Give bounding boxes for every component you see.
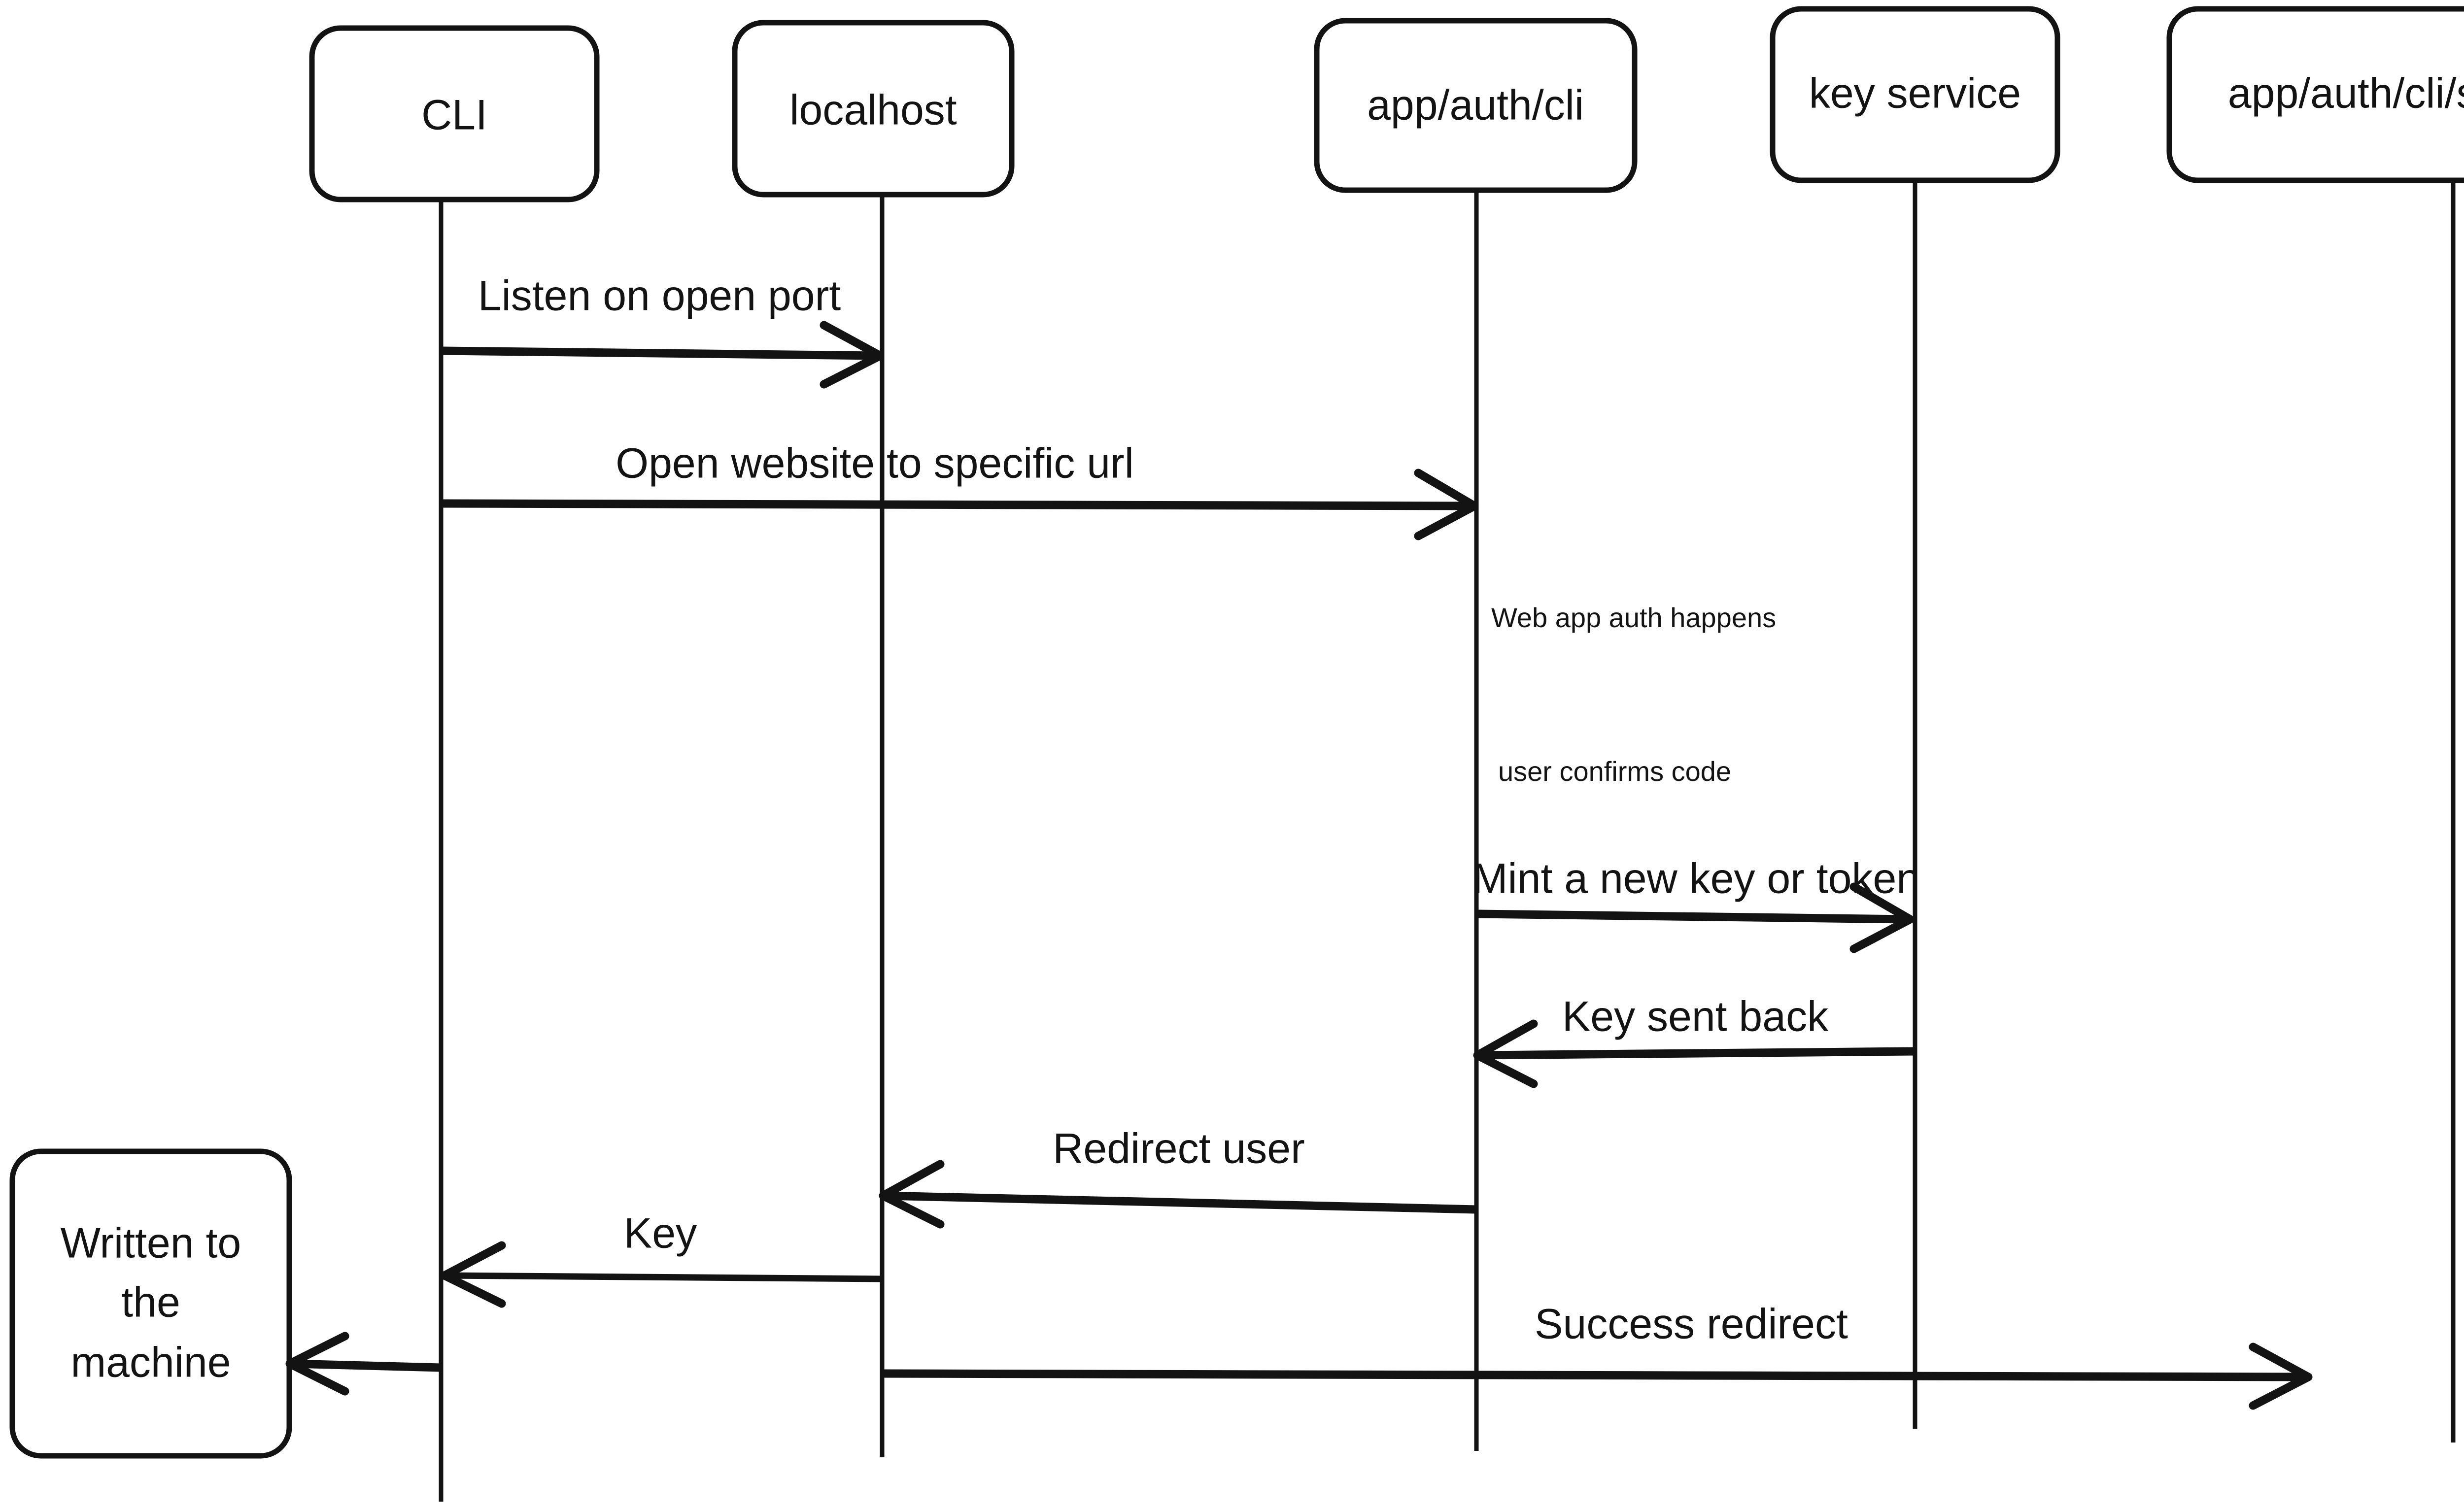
participant-label-localhost: localhost <box>789 87 957 134</box>
message-label-key: Key <box>624 1210 697 1257</box>
message-mint-a-new-key-or-token[interactable]: Mint a new key or token <box>1472 855 1920 953</box>
message-open-website-to-specific-url[interactable]: Open website to specific url <box>441 440 1479 540</box>
arrow-head-left-key-sent-back <box>1473 1019 1538 1088</box>
terminal-box-line-1: Written to <box>61 1220 241 1267</box>
participant-app-auth-cli-success[interactable]: app/auth/cli/success <box>2166 6 2464 183</box>
arrow-head-right-open-website-to-specific-url <box>1414 469 1479 540</box>
participant-box-app-auth-cli-success <box>2166 6 2464 183</box>
note-user-confirms-code: user confirms code <box>1498 756 1731 787</box>
participant-app-auth-cli[interactable]: app/auth/cli <box>1314 18 1638 193</box>
participant-box-app-auth-cli <box>1314 18 1638 193</box>
participant-key-service[interactable]: key service <box>1770 6 2060 183</box>
message-key[interactable]: Key <box>440 1210 883 1308</box>
participant-localhost[interactable]: localhost <box>732 20 1015 198</box>
message-written-to-machine[interactable] <box>285 1332 442 1396</box>
message-label-key-sent-back: Key sent back <box>1562 993 1829 1040</box>
participant-box-key-service <box>1770 6 2060 183</box>
terminal-box-written-to-machine[interactable]: Written to the machine <box>9 1148 292 1459</box>
message-line-key <box>445 1272 883 1282</box>
message-label-mint-a-new-key-or-token: Mint a new key or token <box>1472 855 1920 903</box>
terminal-box-frame-written-to-machine <box>9 1148 292 1459</box>
message-line-redirect-user <box>885 1191 1477 1214</box>
message-label-listen-on-open-port: Listen on open port <box>478 272 841 320</box>
note-web-app-auth-happens: Web app auth happens <box>1491 602 1776 633</box>
message-success-redirect[interactable]: Success redirect <box>882 1301 2313 1410</box>
message-label-open-website-to-specific-url: Open website to specific url <box>616 440 1134 487</box>
arrow-head-left-key <box>440 1241 506 1308</box>
message-line-open-website-to-specific-url <box>441 499 1473 510</box>
participant-cli[interactable]: CLI <box>309 25 600 202</box>
terminal-box-line-2: the <box>121 1279 180 1326</box>
message-line-success-redirect <box>882 1369 2307 1381</box>
message-line-listen-on-open-port <box>441 346 879 360</box>
participant-label-key-service: key service <box>1809 70 2021 117</box>
arrow-head-left-written-to-machine <box>285 1332 349 1396</box>
arrow-head-right-mint-a-new-key-or-token <box>1849 882 1915 953</box>
participant-box-cli <box>309 25 600 202</box>
arrow-head-left-redirect-user <box>879 1160 945 1229</box>
message-listen-on-open-port[interactable]: Listen on open port <box>441 272 885 389</box>
participant-label-app-auth-cli-success: app/auth/cli/success <box>2228 70 2464 117</box>
arrow-head-right-success-redirect <box>2249 1342 2313 1410</box>
participant-label-cli: CLI <box>421 92 487 139</box>
terminal-box-line-3: machine <box>70 1339 231 1386</box>
message-label-success-redirect: Success redirect <box>1535 1301 1848 1348</box>
message-line-mint-a-new-key-or-token <box>1476 909 1909 924</box>
participant-box-localhost <box>732 20 1015 198</box>
participant-label-app-auth-cli: app/auth/cli <box>1367 82 1584 129</box>
message-label-redirect-user: Redirect user <box>1053 1125 1304 1173</box>
message-line-key-sent-back <box>1478 1047 1916 1060</box>
message-key-sent-back[interactable]: Key sent back <box>1473 993 1916 1088</box>
arrow-head-right-listen-on-open-port <box>820 321 885 389</box>
message-redirect-user[interactable]: Redirect user <box>879 1125 1477 1229</box>
message-line-written-to-machine <box>291 1359 442 1372</box>
